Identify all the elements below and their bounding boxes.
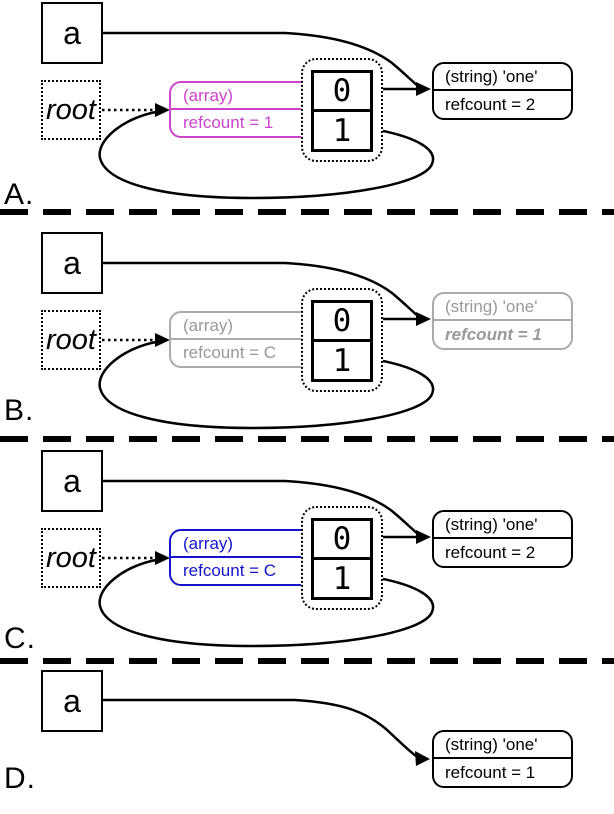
root-label: root [46,93,96,126]
string-type-label: (string) 'one' [434,512,571,539]
arrow-cycle-cell1-to-array [98,110,435,200]
string-refcount-label: refcount = 1 [445,324,542,344]
array-node: (array) refcount = C [169,529,312,586]
string-refcount-label: refcount = 2 [445,542,536,562]
panel-label-d: D. [4,762,36,795]
array-refcount-label: refcount = 1 [183,113,274,132]
array-node: (array) refcount = C [169,311,312,368]
arrowhead-into-string [415,751,430,766]
array-type-label: (array) [171,313,310,340]
cells-node: 0 1 [311,70,373,152]
var-label: a [63,462,81,499]
string-node: (string) 'one' refcount = 1 [432,730,573,788]
cell-0: 0 [314,303,370,342]
var-box-a: a [41,450,103,512]
arrowhead-into-array [155,333,170,347]
arrowhead-into-string [416,530,431,544]
root-box: root [41,528,101,588]
arrow-a-to-string [103,261,420,318]
string-node: (string) 'one' refcount = 1 [432,292,573,350]
arrow-a-to-string [103,31,420,88]
panel-label-a: A. [4,178,35,211]
cell-0: 0 [314,521,370,560]
cell-0: 0 [314,73,370,112]
panel-d-connectors [103,698,430,766]
array-refcount-label: refcount = C [183,343,277,362]
var-label: a [63,244,81,281]
cells-node: 0 1 [311,518,373,600]
arrow-a-to-string [103,698,417,758]
arrowhead-into-array [155,103,170,117]
array-type-label: (array) [171,83,310,110]
var-label: a [63,682,81,719]
arrow-cycle-cell1-to-array [98,340,435,430]
cell-1: 1 [332,342,352,379]
root-label: root [46,541,96,574]
root-box: root [41,310,101,370]
panel-label-b: B. [4,394,35,427]
var-box-a: a [41,232,103,294]
string-refcount-label: refcount = 1 [445,762,536,782]
var-label: a [63,14,81,51]
var-box-a: a [41,670,103,732]
string-node: (string) 'one' refcount = 2 [432,510,573,568]
var-box-a: a [41,2,103,64]
arrow-a-to-string [103,479,420,536]
arrowhead-into-string [416,82,431,96]
cell-1: 1 [332,560,352,597]
arrow-cycle-cell1-to-array [98,558,435,648]
arrowhead-into-string [416,312,431,326]
string-node: (string) 'one' refcount = 2 [432,62,573,120]
array-node: (array) refcount = 1 [169,81,312,138]
string-type-label: (string) 'one' [434,294,571,321]
arrowhead-into-array [155,551,170,565]
array-refcount-label: refcount = C [183,561,277,580]
string-refcount-label: refcount = 2 [445,94,536,114]
panel-label-c: C. [4,622,36,655]
string-type-label: (string) 'one' [434,732,571,759]
root-box: root [41,80,101,140]
cells-node: 0 1 [311,300,373,382]
string-type-label: (string) 'one' [434,64,571,91]
cell-1: 1 [332,112,352,149]
root-label: root [46,323,96,356]
array-type-label: (array) [171,531,310,558]
